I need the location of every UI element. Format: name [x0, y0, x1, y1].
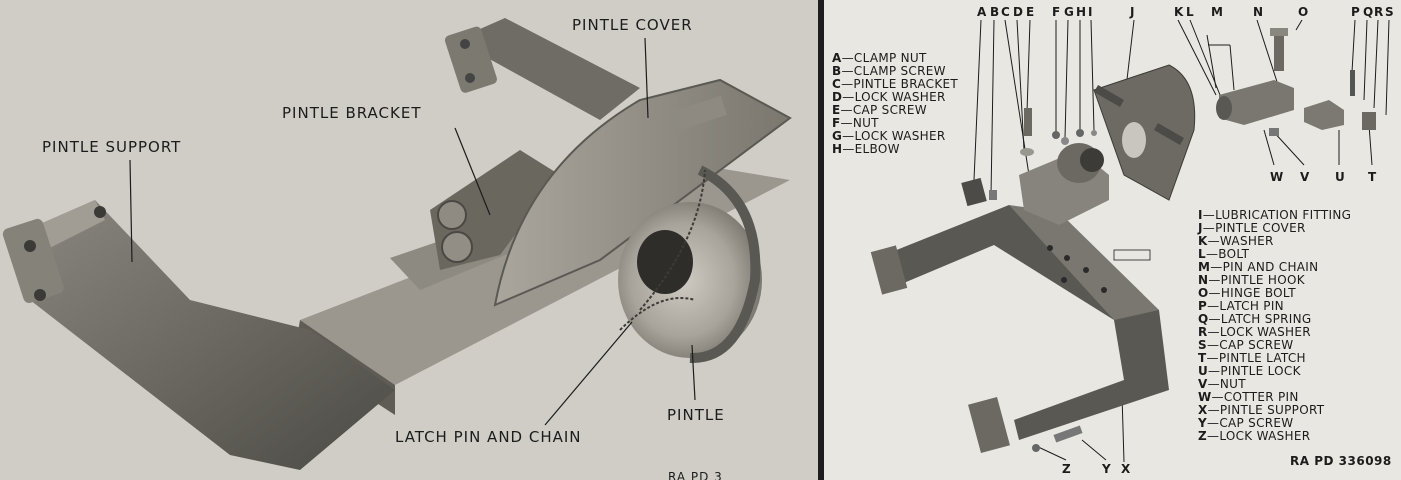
leader-pintle-cover	[644, 37, 649, 119]
legend-item: Y—CAP SCREW	[1198, 416, 1294, 430]
callout-letter-c: C	[1001, 5, 1010, 19]
callout-letter-m: M	[1211, 5, 1223, 19]
pintle-label: PINTLE	[667, 406, 725, 424]
callout-letter-x: X	[1121, 462, 1131, 476]
legend-item: R—LOCK WASHER	[1198, 325, 1311, 339]
callout-letter-o: O	[1298, 5, 1309, 19]
callout-letter-k: K	[1174, 5, 1184, 19]
callout-letter-s: S	[1385, 5, 1394, 19]
legend-item: M—PIN AND CHAIN	[1198, 260, 1319, 274]
callout-letter-e: E	[1026, 5, 1035, 19]
legend-item: G—LOCK WASHER	[832, 129, 946, 143]
callout-letter-f: F	[1052, 5, 1061, 19]
legend-item: A—CLAMP NUT	[832, 51, 927, 65]
callout-letter-d: D	[1013, 5, 1023, 19]
legend-item: B—CLAMP SCREW	[832, 64, 946, 78]
figure-reference-number: RA PD 336098	[1290, 454, 1392, 468]
legend-item: S—CAP SCREW	[1198, 338, 1294, 352]
callout-letter-g: G	[1064, 5, 1074, 19]
legend-item: U—PINTLE LOCK	[1198, 364, 1301, 378]
callout-letter-y: Y	[1102, 462, 1111, 476]
callout-letter-u: U	[1335, 170, 1345, 184]
exploded-diagram	[870, 19, 1390, 463]
callout-letter-i: I	[1088, 5, 1093, 19]
callout-letter-h: H	[1076, 5, 1087, 19]
legend-item: Z—LOCK WASHER	[1198, 429, 1311, 443]
legend-item: I—LUBRICATION FITTING	[1198, 208, 1352, 222]
legend-item: E—CAP SCREW	[832, 103, 927, 117]
callout-letter-b: B	[990, 5, 1000, 19]
partial-reference-number: RA PD 3	[668, 470, 723, 480]
pintle-cover-label: PINTLE COVER	[572, 16, 693, 34]
legend-item: P—LATCH PIN	[1198, 299, 1284, 313]
leader-pintle-support	[129, 159, 133, 263]
legend-item: H—ELBOW	[832, 142, 900, 156]
legend-item: V—NUT	[1198, 377, 1246, 391]
legend-item: T—PINTLE LATCH	[1198, 351, 1306, 365]
latch-pin-and-chain-label: LATCH PIN AND CHAIN	[395, 428, 582, 446]
callout-letter-r: R	[1374, 5, 1384, 19]
callout-letter-p: P	[1351, 5, 1360, 19]
assembly-photo-panel: PINTLE COVER PINTLE BRACKET PINTLE SUPPO…	[0, 0, 818, 480]
legend-item: X—PINTLE SUPPORT	[1198, 403, 1325, 417]
assembly-photo	[2, 18, 792, 470]
legend-item: C—PINTLE BRACKET	[832, 77, 959, 91]
leader-pintle-bracket	[454, 127, 491, 216]
legend-item: Q—LATCH SPRING	[1198, 312, 1312, 326]
callout-letter-l: L	[1186, 5, 1194, 19]
legend-item: K—WASHER	[1198, 234, 1274, 248]
callout-letter-q: Q	[1363, 5, 1374, 19]
pintle-support-label: PINTLE SUPPORT	[42, 138, 182, 156]
legend-item: W—COTTER PIN	[1198, 390, 1299, 404]
legend-item: N—PINTLE HOOK	[1198, 273, 1305, 287]
legend-item: F—NUT	[832, 116, 879, 130]
legend-item: O—HINGE BOLT	[1198, 286, 1296, 300]
callout-letter-j: J	[1130, 5, 1135, 19]
panel-divider	[818, 0, 824, 480]
legend-item: J—PINTLE COVER	[1198, 221, 1306, 235]
callout-letter-v: V	[1300, 170, 1310, 184]
exploded-diagram-panel: A B C D E F G H I J K L M N O P Q R S W …	[824, 0, 1401, 480]
pintle-bracket-label: PINTLE BRACKET	[282, 104, 422, 122]
leader-latch-pin	[544, 321, 633, 426]
callout-letter-z: Z	[1062, 462, 1071, 476]
callout-letter-a: A	[977, 5, 987, 19]
callout-letter-t: T	[1368, 170, 1377, 184]
leader-pintle	[691, 344, 696, 401]
legend-item: D—LOCK WASHER	[832, 90, 946, 104]
callout-letter-w: W	[1270, 170, 1284, 184]
callout-letter-n: N	[1253, 5, 1264, 19]
legend-item: L—BOLT	[1198, 247, 1250, 261]
